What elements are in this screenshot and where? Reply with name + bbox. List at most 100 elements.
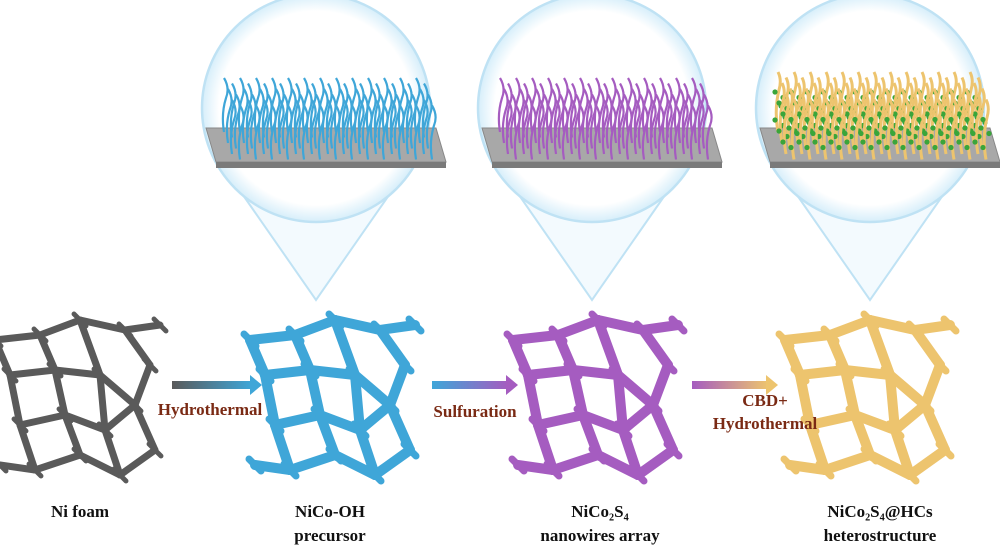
label-precursor: precursor: [294, 526, 366, 545]
nanowire: [561, 104, 569, 160]
nanowire: [577, 104, 585, 160]
node-stub: [146, 441, 164, 459]
strut: [593, 315, 623, 380]
node-stub: [285, 325, 305, 345]
strut: [795, 365, 850, 380]
nanowire: [285, 77, 293, 133]
nanowire: [661, 88, 669, 144]
strut: [593, 315, 648, 335]
strut: [76, 316, 104, 379]
hc-particle: [884, 116, 890, 123]
node-stub: [905, 320, 925, 340]
node-stub: [255, 365, 275, 385]
nanowire: [297, 93, 305, 149]
strut: [51, 366, 69, 419]
strut: [330, 315, 385, 335]
nanowire: [377, 93, 385, 149]
hc-particle: [828, 111, 834, 117]
nanowire: [413, 77, 421, 133]
strut: [805, 410, 860, 430]
arrow-head: [506, 375, 518, 395]
hc-particle: [772, 89, 778, 95]
node-stub: [800, 415, 820, 435]
strut: [618, 400, 658, 435]
strut: [785, 460, 830, 475]
node-stub: [588, 445, 608, 465]
nanowire: [369, 88, 377, 144]
hc-particle: [844, 139, 850, 145]
hc-particle: [924, 111, 930, 117]
hc-particle: [898, 125, 904, 131]
strut: [0, 461, 39, 474]
node-stub: [508, 455, 528, 475]
nanowire: [529, 104, 537, 160]
nanowire: [373, 99, 381, 155]
strut: [245, 330, 300, 345]
nanowire: [225, 88, 233, 144]
node-stub: [900, 465, 920, 485]
node-stub: [56, 406, 74, 424]
nanowire: [557, 93, 565, 149]
strut: [865, 315, 920, 335]
label-nanowires-array: nanowires array: [540, 526, 660, 545]
strut: [16, 411, 69, 429]
node-stub: [141, 356, 159, 374]
strut: [305, 365, 360, 380]
nanowire: [385, 88, 393, 144]
hc-particle: [980, 144, 986, 151]
hc-particle: [900, 116, 906, 123]
nanowire: [509, 93, 517, 149]
node-stub: [310, 405, 330, 425]
strut: [910, 320, 955, 335]
node-stub: [643, 395, 663, 415]
hc-particle: [914, 125, 920, 131]
node-stub: [380, 395, 400, 415]
strut: [305, 365, 325, 420]
nico-oh-network: [240, 310, 425, 485]
hc-particle: [818, 125, 824, 131]
nanowire: [689, 77, 697, 133]
hc-particle: [962, 125, 968, 131]
nanowire: [317, 77, 325, 133]
strut: [780, 330, 835, 345]
substrate-edge: [216, 162, 446, 168]
step-label-hydrothermal-2: Hydrothermal: [712, 414, 818, 433]
hc-particle: [906, 130, 912, 137]
strut: [890, 400, 930, 435]
hc-particle: [866, 125, 872, 131]
hc-particle: [826, 130, 832, 137]
nanowire: [601, 99, 609, 155]
node-stub: [563, 360, 583, 380]
nanowire: [597, 88, 605, 144]
hc-particle: [776, 128, 782, 134]
hc-particle: [858, 130, 864, 137]
process-arrow: [432, 375, 518, 395]
nanowire: [505, 99, 513, 155]
nanowire: [653, 93, 661, 149]
nanowire: [417, 88, 425, 144]
nanowire: [525, 93, 533, 149]
hc-particle: [804, 116, 810, 123]
hc-particle: [964, 144, 970, 151]
node-stub: [405, 315, 425, 335]
strut: [350, 370, 365, 435]
strut: [508, 330, 563, 345]
strut: [270, 410, 325, 430]
nanowire: [253, 104, 261, 160]
node-stub: [265, 415, 285, 435]
hc-particle: [810, 130, 816, 137]
magnified-bubble: [200, 0, 447, 302]
hc-particle: [860, 139, 866, 145]
node-stub: [1, 366, 19, 384]
hc-particle: [954, 130, 960, 137]
hc-particle: [788, 144, 794, 151]
step-label-hydrothermal: Hydrothermal: [157, 400, 263, 419]
nanowire: [253, 77, 261, 133]
hc-particle: [940, 111, 946, 117]
node-stub: [835, 360, 855, 380]
nanowire: [349, 77, 357, 133]
strut: [355, 425, 380, 480]
nanowire: [393, 93, 401, 149]
node-stub: [518, 365, 538, 385]
